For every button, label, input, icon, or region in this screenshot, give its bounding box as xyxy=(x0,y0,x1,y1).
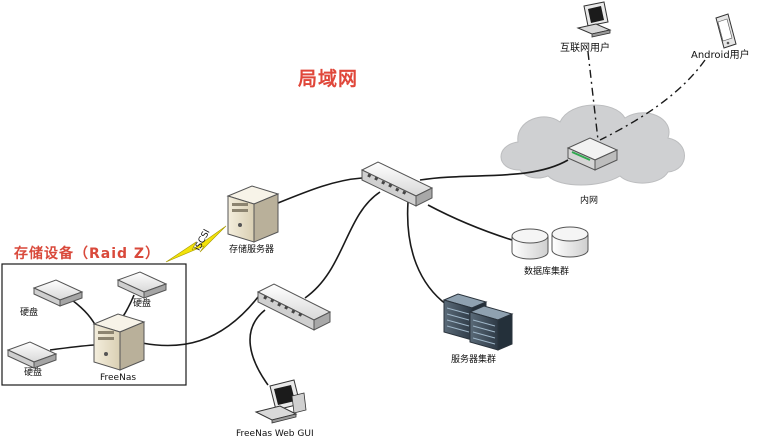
wireless-links xyxy=(587,51,706,141)
link-switch-router xyxy=(419,159,569,181)
link-storage-switch xyxy=(277,177,363,204)
storage-server-label: 存储服务器 xyxy=(229,245,275,255)
access-switch-icon xyxy=(256,283,332,331)
link-switch-servers xyxy=(406,201,448,306)
disk-icon-1 xyxy=(32,279,84,307)
core-switch-icon xyxy=(360,161,434,207)
android-user-label: Android用户 xyxy=(691,50,750,61)
storage-server-icon xyxy=(226,185,280,243)
router-icon xyxy=(566,137,619,171)
database-cluster-icon xyxy=(511,226,589,260)
disk-icon-2 xyxy=(116,271,168,299)
freenas-label: FreeNas xyxy=(100,373,137,383)
link-switch-pc xyxy=(249,309,269,386)
disk-label-1: 硬盘 xyxy=(20,308,39,318)
link-switch-switch xyxy=(304,191,381,299)
internet-user-pc-icon xyxy=(576,1,612,38)
freenas-server-icon xyxy=(92,313,146,371)
storage-group-title: 存储设备（Raid Z） xyxy=(14,246,161,262)
lan-title: 局域网 xyxy=(298,68,359,90)
disk-label-3: 硬盘 xyxy=(24,368,43,378)
android-phone-icon xyxy=(715,13,737,49)
link-freenas-switch xyxy=(141,296,259,347)
server-cluster-label: 服务器集群 xyxy=(451,355,497,365)
link-switch-db xyxy=(427,204,513,241)
database-cluster-label: 数据库集群 xyxy=(524,267,570,277)
connections xyxy=(49,159,569,386)
web-gui-pc-icon xyxy=(254,379,307,424)
disk-label-2: 硬盘 xyxy=(133,299,152,309)
web-gui-label: FreeNas Web GUI xyxy=(236,429,314,439)
storage-group-box xyxy=(1,263,187,386)
iscsi-lightning xyxy=(165,225,227,263)
link-disk3-freenas xyxy=(49,344,95,351)
internet-user-label: 互联网用户 xyxy=(560,43,610,54)
link-internet-user xyxy=(587,51,599,141)
server-cluster-icon xyxy=(442,293,514,351)
disk-icon-3 xyxy=(6,341,58,369)
intranet-label: 内网 xyxy=(580,196,599,206)
